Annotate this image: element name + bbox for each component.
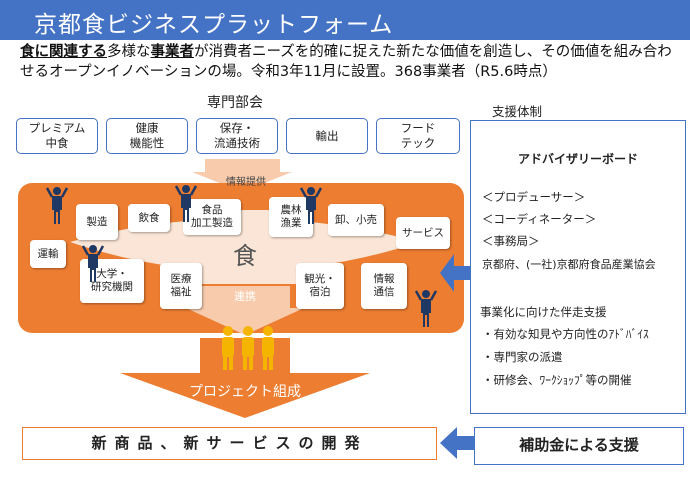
team-icon — [222, 326, 274, 370]
support-title: 支援体制 — [492, 104, 543, 119]
dept-health-function: 健康 機能性 — [106, 118, 188, 154]
member-service: サービス — [396, 217, 450, 249]
member-manufacturing: 製造 — [76, 204, 118, 240]
intro-text-2: 多様な — [107, 44, 151, 60]
member-ict: 情報 通信 — [361, 263, 407, 309]
role-secretariat: ＜事務局＞ — [482, 234, 540, 248]
project-label: プロジェクト組成 — [189, 384, 301, 400]
info-label: 情報提供 — [226, 177, 266, 188]
member-wholesale-retail: 卸、小売 — [328, 204, 384, 236]
dept-preservation-distribution: 保存・ 流通技術 — [196, 118, 278, 154]
support-arrow — [440, 254, 470, 292]
link-label: 連携 — [234, 290, 256, 303]
intro-emphasis-1: 食に関連する — [20, 44, 107, 60]
center-label: 食 — [233, 242, 257, 270]
role-producer: ＜プロデューサー＞ — [482, 190, 586, 204]
person-icon — [300, 187, 322, 224]
title-bar: 京都食ビジネスプラットフォーム — [0, 0, 690, 40]
project-arrow — [120, 338, 370, 418]
person-icon — [175, 185, 197, 222]
promo-item: ・研修会、ﾜｰｸｼｮｯﾌﾟ等の開催 — [482, 373, 632, 387]
member-agriculture-fishery: 農林 漁業 — [269, 197, 313, 237]
person-icon — [415, 290, 437, 327]
subsidy-box: 補助金による支援 — [474, 427, 684, 465]
info-arrow — [192, 159, 292, 192]
member-tourism: 観光・ 宿泊 — [296, 263, 344, 309]
dept-export: 輸出 — [286, 118, 368, 154]
intro-emphasis-2: 事業者 — [150, 44, 195, 60]
senmon-title: 専門部会 — [207, 95, 263, 111]
intro-text-3: が消費者ニーズを的確に捉えた新たな価値を創造し、その価値を組み合わせるオープンイ… — [20, 44, 672, 80]
promo-item: ・専門家の派遣 — [482, 350, 563, 364]
dept-premium-nakashoku: プレミアム 中食 — [16, 118, 98, 154]
link-arrow — [186, 286, 304, 335]
role-organizations: 京都府、(一社)京都府食品産業協会 — [482, 258, 656, 271]
support-box — [470, 120, 686, 414]
member-restaurant: 飲食 — [128, 204, 170, 232]
role-coordinator: ＜コーディネーター＞ — [482, 212, 597, 226]
subsidy-arrow — [440, 427, 474, 459]
intro-text: 食に関連する多様な事業者が消費者ニーズを的確に捉えた新たな価値を創造し、その価値… — [20, 42, 680, 82]
member-medical-welfare: 医療 福祉 — [160, 263, 202, 309]
dept-food-tech: フード テック — [376, 118, 460, 154]
person-icon — [46, 187, 68, 224]
member-transport: 運輸 — [30, 240, 66, 268]
advisory-board: アドバイザリーボード — [517, 152, 638, 166]
promo-item: ・有効な知見や方向性のｱﾄﾞﾊﾞｲｽ — [482, 327, 649, 341]
person-icon — [82, 245, 104, 282]
page-title: 京都食ビジネスプラットフォーム — [34, 12, 394, 38]
output-box: 新商品、新サービスの開発 — [22, 427, 437, 460]
member-food-processing: 食品 加工製造 — [183, 199, 241, 235]
promo-title: 事業化に向けた伴走支援 — [480, 305, 607, 319]
